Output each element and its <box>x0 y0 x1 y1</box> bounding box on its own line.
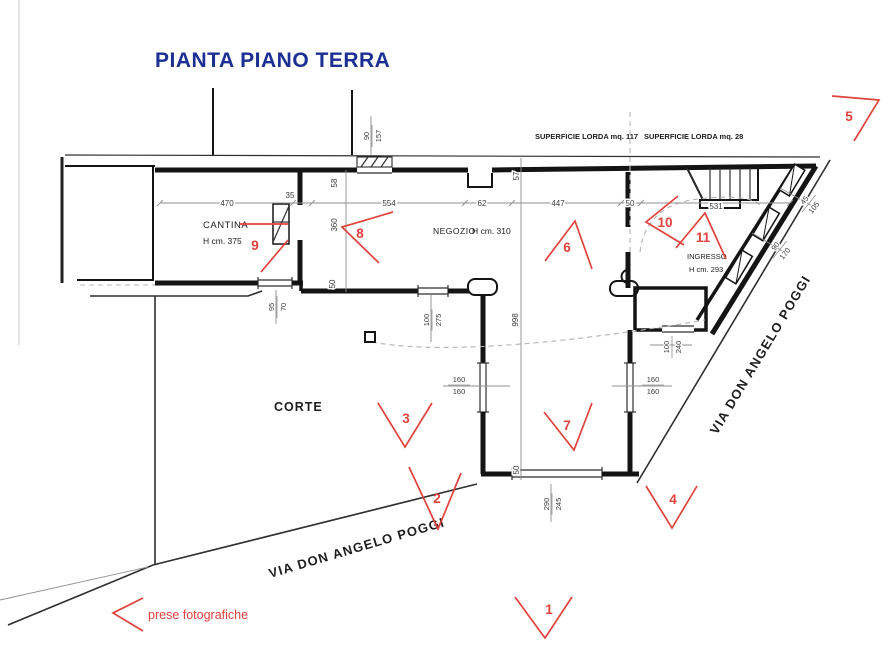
dim-35: 35 <box>286 191 295 200</box>
dim-554: 554 <box>382 199 396 208</box>
photo-markers: 1 2 3 4 5 6 7 8 <box>240 95 881 640</box>
surface-label-right: SUPERFICIE LORDA mq. 28 <box>644 132 743 141</box>
staircase <box>639 167 763 253</box>
svg-text:90: 90 <box>362 132 371 140</box>
room-label-ingresso: INGRESSO <box>687 252 727 261</box>
svg-text:95: 95 <box>267 303 276 311</box>
photo-marker-9: 9 <box>251 238 289 273</box>
svg-text:10: 10 <box>657 215 672 230</box>
neighbour-outline <box>60 157 245 286</box>
dim-998: 998 <box>511 313 520 327</box>
photo-marker-10: 10 <box>644 195 685 246</box>
dim-door-ingresso: 100 240 <box>661 336 684 358</box>
door-front-opening <box>511 467 603 480</box>
courtyard-and-roads <box>0 112 831 626</box>
dimension-labels-horizontal: 470 35 554 62 447 50 531 <box>219 190 725 213</box>
page-title: PIANTA PIANO TERRA <box>155 49 390 72</box>
top-boundary-line <box>64 154 821 158</box>
svg-text:11: 11 <box>696 230 711 245</box>
dim-62: 62 <box>478 199 487 208</box>
dim-win-left: 160 160 <box>448 374 470 397</box>
dim-50-wall: 50 <box>328 279 337 288</box>
dim-50: 50 <box>626 199 635 208</box>
room-height-cantina: H cm. 375 <box>203 236 242 246</box>
photo-marker-3: 3 <box>377 402 433 449</box>
room-label-cantina: CANTINA <box>203 220 248 231</box>
photo-marker-6: 6 <box>544 219 593 270</box>
window-negozio <box>417 285 449 297</box>
svg-text:290: 290 <box>542 498 551 511</box>
svg-text:2: 2 <box>433 491 441 506</box>
svg-text:4: 4 <box>669 492 677 507</box>
svg-text:160: 160 <box>453 375 466 384</box>
room-height-ingresso: H cm. 293 <box>689 265 723 274</box>
column-bump <box>620 269 629 284</box>
svg-text:170: 170 <box>778 246 793 261</box>
dim-57: 57 <box>512 171 521 180</box>
svg-text:9: 9 <box>251 238 259 253</box>
svg-text:160: 160 <box>647 375 660 384</box>
photo-marker-1: 1 <box>514 596 573 640</box>
photo-marker-5: 5 <box>831 95 881 142</box>
photo-legend: prese fotografiche <box>111 597 248 632</box>
street-label-bottom: VIA DON ANGELO POGGI <box>267 515 446 581</box>
dim-531: 531 <box>709 202 723 211</box>
svg-text:3: 3 <box>402 411 410 426</box>
opening-dimension-pairs: 90 157 95 70 100 275 160 160 160 160 100… <box>266 125 823 515</box>
svg-text:245: 245 <box>554 498 563 511</box>
svg-text:1: 1 <box>545 602 553 617</box>
dim-door-top: 90 157 <box>361 125 384 147</box>
svg-text:100: 100 <box>422 314 431 327</box>
street-label-right: VIA DON ANGELO POGGI <box>707 273 814 437</box>
photo-marker-4: 4 <box>645 485 698 530</box>
vestibule-walls <box>633 286 708 333</box>
dimension-lines <box>156 116 813 522</box>
svg-text:240: 240 <box>674 341 683 354</box>
window-left-160 <box>477 362 489 413</box>
svg-text:7: 7 <box>563 418 571 433</box>
svg-text:157: 157 <box>374 130 383 143</box>
dim-470: 470 <box>220 199 234 208</box>
dim-360: 360 <box>330 218 339 232</box>
dimension-labels-vertical: 58 57 360 50 998 50 <box>327 170 523 476</box>
door-top-opening <box>356 156 393 174</box>
dim-447: 447 <box>551 199 565 208</box>
photo-legend-arrow <box>111 597 144 632</box>
photo-legend-label: prese fotografiche <box>148 608 248 622</box>
svg-text:6: 6 <box>563 240 571 255</box>
svg-text:105: 105 <box>807 200 822 215</box>
window-cantina <box>257 277 293 289</box>
courtyard-marker-square <box>364 331 376 343</box>
dim-door-front: 290 245 <box>541 493 564 515</box>
svg-text:160: 160 <box>647 387 660 396</box>
room-label-negozio: NEGOZIO <box>433 226 476 236</box>
photo-marker-7: 7 <box>543 402 593 452</box>
dim-win-right: 160 160 <box>642 374 664 397</box>
photo-marker-8: 8 <box>340 211 394 264</box>
svg-text:8: 8 <box>356 226 364 241</box>
svg-text:275: 275 <box>434 314 443 327</box>
dim-win-cantina: 95 70 <box>266 296 289 318</box>
window-right-160 <box>624 362 636 413</box>
svg-text:5: 5 <box>845 109 853 124</box>
svg-text:70: 70 <box>279 303 288 311</box>
dim-win-negozio: 100 275 <box>421 309 444 331</box>
photo-marker-11: 11 <box>675 211 727 260</box>
surface-label-left: SUPERFICIE LORDA mq. 117 <box>535 132 638 141</box>
boundary-stubs <box>212 88 353 155</box>
room-label-corte: CORTE <box>274 400 323 414</box>
room-height-negozio: H cm. 310 <box>472 226 511 236</box>
dim-50-front: 50 <box>512 465 521 474</box>
dim-58: 58 <box>330 178 339 187</box>
photo-marker-2: 2 <box>408 466 462 532</box>
diagonal-windows <box>724 163 806 285</box>
svg-text:160: 160 <box>453 387 466 396</box>
pillar-left <box>467 278 498 296</box>
svg-text:100: 100 <box>662 341 671 354</box>
room-labels: CANTINA H cm. 375 NEGOZIO H cm. 310 CORT… <box>203 220 727 414</box>
